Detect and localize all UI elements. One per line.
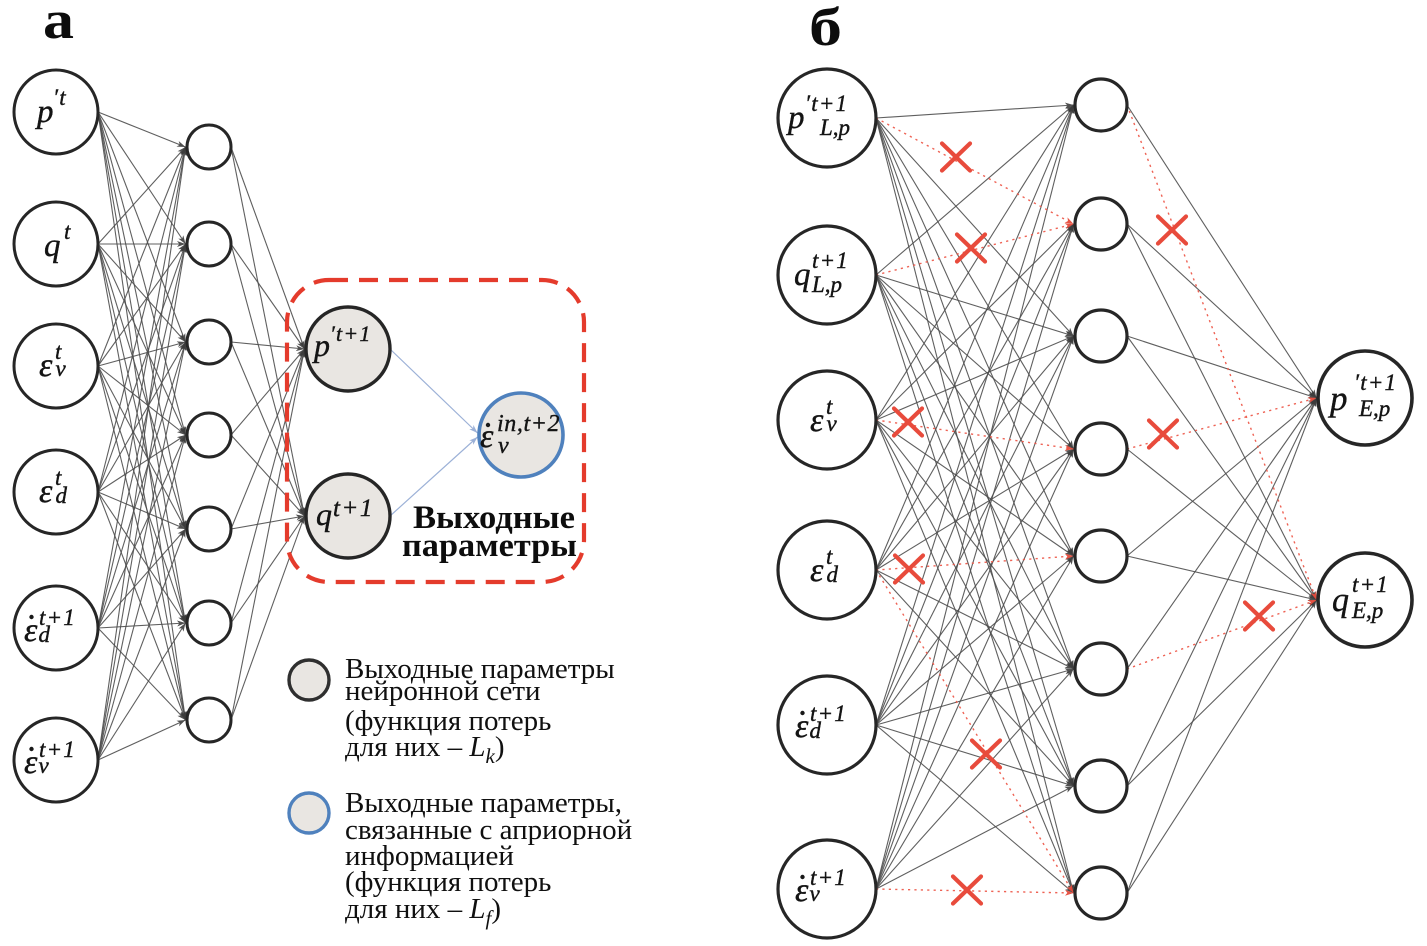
- svg-text:t: t: [55, 465, 62, 490]
- svg-text:q: q: [316, 496, 332, 532]
- svg-text:связанные с априорной: связанные с априорной: [345, 814, 632, 846]
- svg-text:t: t: [55, 339, 62, 364]
- svg-text:p: p: [1327, 379, 1348, 418]
- svg-text:d: d: [827, 562, 839, 587]
- svg-text:ε: ε: [39, 347, 53, 384]
- svg-text:ε: ε: [810, 552, 824, 589]
- svg-text:ε: ε: [24, 744, 38, 781]
- svg-text:ε: ε: [24, 612, 38, 649]
- svg-text:v: v: [810, 881, 821, 906]
- svg-text:in,t+2: in,t+2: [497, 411, 560, 437]
- svg-text:ε: ε: [795, 708, 809, 745]
- svg-text:ε: ε: [39, 473, 53, 510]
- svg-text:Выходные: Выходные: [413, 500, 575, 536]
- svg-text:p: p: [35, 94, 54, 130]
- svg-text:v: v: [39, 753, 50, 778]
- svg-text:t: t: [826, 544, 833, 569]
- svg-text:′t: ′t: [53, 85, 67, 110]
- svg-text:ε: ε: [480, 418, 494, 455]
- svg-text:q: q: [44, 228, 61, 264]
- svg-text:Выходные параметры,: Выходные параметры,: [345, 787, 622, 819]
- svg-text:(функция потерь: (функция потерь: [345, 705, 551, 737]
- svg-text:параметры: параметры: [402, 528, 577, 564]
- svg-text:q: q: [794, 257, 811, 293]
- svg-text:ε: ε: [795, 872, 809, 909]
- svg-text:нейронной сети: нейронной сети: [345, 675, 541, 707]
- svg-text:v: v: [498, 433, 509, 459]
- svg-text:d: d: [56, 483, 68, 508]
- svg-text:информацией: информацией: [345, 840, 514, 872]
- svg-text:E,p: E,p: [1351, 598, 1383, 623]
- svg-text:E,p: E,p: [1358, 396, 1390, 421]
- svg-text:L,p: L,p: [811, 272, 842, 297]
- svg-text:p: p: [312, 327, 330, 363]
- svg-text:v: v: [56, 356, 67, 381]
- svg-text:t+1: t+1: [39, 605, 76, 630]
- svg-text:v: v: [827, 411, 838, 436]
- svg-text:(функция потерь: (функция потерь: [345, 866, 551, 898]
- svg-text:p: p: [786, 100, 805, 136]
- svg-text:ε: ε: [810, 402, 824, 439]
- svg-text:′t+1: ′t+1: [805, 91, 848, 116]
- svg-text:t+1: t+1: [1352, 572, 1389, 597]
- svg-text:t: t: [826, 394, 833, 419]
- svg-text:t+1: t+1: [810, 865, 847, 890]
- svg-text:L,p: L,p: [819, 115, 850, 140]
- svg-text:Выходные параметры: Выходные параметры: [345, 653, 615, 685]
- svg-text:а: а: [43, 0, 74, 50]
- svg-text:′t+1: ′t+1: [330, 321, 372, 346]
- svg-text:б: б: [809, 0, 842, 57]
- svg-text:q: q: [1332, 582, 1349, 619]
- svg-text:t: t: [64, 219, 71, 244]
- svg-text:t+1: t+1: [810, 701, 847, 726]
- svg-text:t+1: t+1: [812, 248, 849, 273]
- svg-text:t+1: t+1: [333, 495, 374, 522]
- svg-text:для них – Lk): для них – Lk): [345, 731, 505, 768]
- svg-text:t+1: t+1: [39, 737, 76, 762]
- svg-text:d: d: [810, 718, 822, 743]
- svg-text:для них – Lf): для них – Lf): [345, 893, 501, 930]
- svg-text:d: d: [39, 622, 51, 647]
- svg-text:′t+1: ′t+1: [1354, 370, 1397, 395]
